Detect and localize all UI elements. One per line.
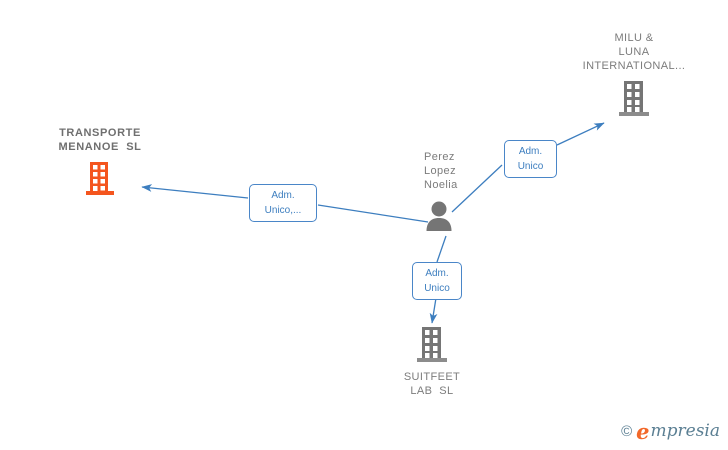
copyright-icon: © — [621, 423, 633, 440]
building-icon[interactable] — [619, 80, 649, 116]
building-icon[interactable] — [417, 326, 447, 362]
brand-name: mpresia — [650, 421, 721, 441]
node-transporte-icon-wrap[interactable] — [30, 161, 170, 195]
building-icon[interactable] — [86, 161, 114, 195]
edge-label-person-milu[interactable]: Adm.Unico — [504, 140, 557, 178]
empresia-watermark: © e mpresia — [621, 421, 720, 442]
brand-initial: e — [636, 419, 650, 444]
node-milu-icon-wrap[interactable] — [545, 80, 723, 116]
edge-label-person-transporte[interactable]: Adm.Unico,... — [249, 184, 317, 222]
node-suitfeet-icon-wrap[interactable] — [372, 326, 492, 362]
person-icon[interactable] — [424, 200, 454, 232]
node-person-icon-wrap[interactable] — [424, 200, 534, 237]
edge-label-person-suitfeet[interactable]: Adm.Unico — [412, 262, 462, 300]
